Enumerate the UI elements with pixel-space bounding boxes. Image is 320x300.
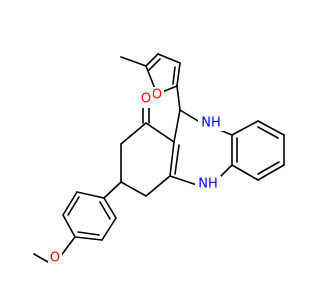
bond-aryl-double-c <box>99 201 111 220</box>
bond-aryl-6 <box>103 197 117 219</box>
amine-upper-label: NH <box>201 116 221 131</box>
bond-benzene-4 <box>257 164 285 181</box>
amine-lower-label: NH <box>198 177 218 192</box>
bond-furan-double-a <box>148 58 161 71</box>
bond-furan-1 <box>145 53 159 67</box>
methoxy-oxygen-mask <box>48 250 62 266</box>
bond-cyclohexenone-1 <box>145 122 175 143</box>
bond-methoxy-2 <box>33 253 49 263</box>
bond-cyclohexenone-5 <box>145 175 171 197</box>
bond-methoxy-1 <box>59 236 76 258</box>
bond-benzene-double-b <box>257 161 280 175</box>
molecule-canvas: O O O NH NH <box>33 53 285 266</box>
bond-aryl-link <box>103 181 122 199</box>
bond-aryl-2 <box>62 191 78 216</box>
bond-aryl-4 <box>74 236 103 241</box>
furan-oxygen-mask <box>150 87 164 103</box>
bond-furan-link <box>176 85 181 111</box>
bond-aryl-5 <box>101 217 117 241</box>
amine-lower-mask <box>195 176 221 192</box>
atom-labels: O O O NH NH <box>48 87 224 266</box>
methoxy-oxygen-label: O <box>50 251 60 266</box>
bond-benzene-2 <box>257 120 285 136</box>
bond-furan-3 <box>176 62 181 87</box>
ketone-oxygen-mask <box>139 91 153 108</box>
bond-aryl-double-a <box>67 196 80 216</box>
bond-azepine-double <box>174 144 180 175</box>
bond-cyclohexenone-4 <box>120 181 147 197</box>
bond-benzene-double-a <box>257 126 279 139</box>
bond-benzene-1 <box>231 120 259 136</box>
bond-methyl <box>120 56 147 67</box>
bond-furan-2 <box>157 53 181 64</box>
bond-furan-double-b <box>172 66 176 85</box>
ketone-oxygen-label: O <box>141 92 151 107</box>
bond-cyclohexenone-2 <box>120 122 147 145</box>
bond-benzene-5 <box>231 164 259 181</box>
bond-aryl-3 <box>62 214 76 238</box>
bonds <box>33 53 285 263</box>
bond-azepine-4 <box>169 175 198 186</box>
bond-aryl-1 <box>76 191 105 199</box>
furan-oxygen-label: O <box>152 88 162 103</box>
bond-azepine-2 <box>173 109 181 143</box>
bond-azepine-3 <box>169 141 175 177</box>
molecule-structure: O O O NH NH <box>33 53 285 266</box>
bond-aryl-double-b <box>77 231 100 236</box>
amine-upper-mask <box>198 115 224 131</box>
